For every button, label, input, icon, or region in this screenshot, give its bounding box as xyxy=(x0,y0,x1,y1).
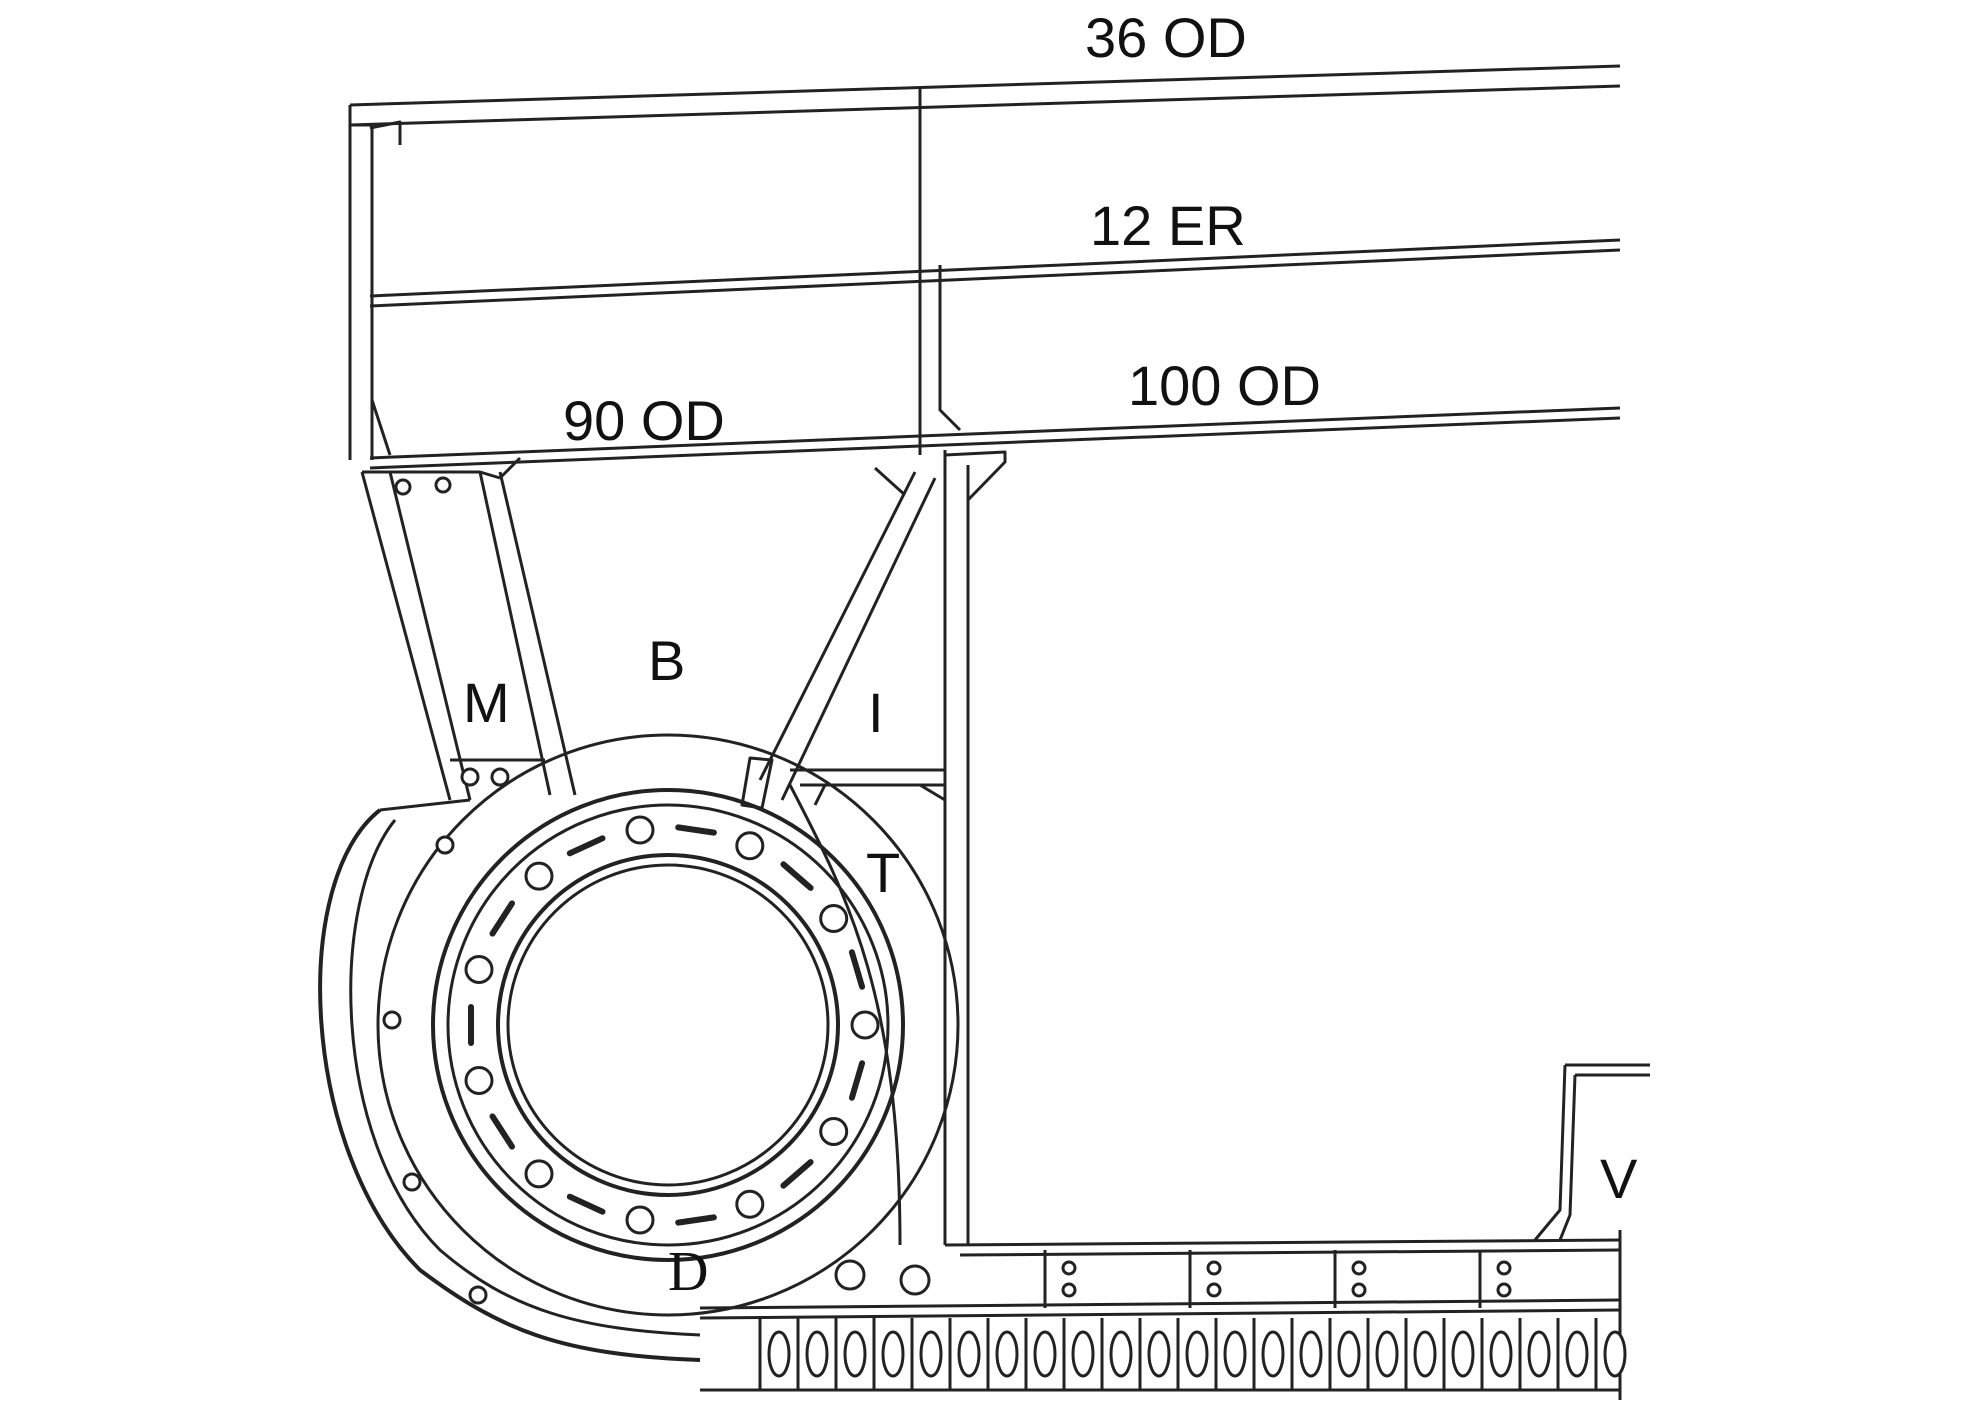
bottom-cells xyxy=(758,1250,1627,1390)
bottom-cell-hole xyxy=(1033,1330,1057,1378)
bottom-cell-hole xyxy=(1109,1330,1133,1378)
ring-slot xyxy=(489,900,515,937)
ring-hole xyxy=(524,1159,554,1189)
ring-slot xyxy=(780,861,814,891)
floor-hole xyxy=(1496,1260,1512,1276)
bottom-cell-hole xyxy=(1451,1330,1475,1378)
ring-slot xyxy=(848,949,866,990)
girder-it xyxy=(790,768,946,806)
floor-hole xyxy=(1496,1282,1512,1298)
ring-hole xyxy=(464,1066,494,1095)
hull-side-plates xyxy=(360,456,577,801)
label-100-od: 100 OD xyxy=(1128,354,1321,417)
ring-hole xyxy=(850,1010,880,1040)
ring-hole xyxy=(524,861,554,891)
bottom-cell-hole xyxy=(957,1330,981,1378)
region-v-bracket xyxy=(1533,1063,1650,1241)
bottom-cell-hole xyxy=(1489,1330,1513,1378)
outer-hull xyxy=(318,798,701,1362)
deck-36-od xyxy=(349,64,1621,145)
label-region-d: D xyxy=(668,1241,708,1303)
ring-slot xyxy=(489,1113,515,1150)
bottom-cell-hole xyxy=(1147,1330,1171,1378)
bottom-cell-hole xyxy=(843,1330,867,1378)
bottom-cell-hole xyxy=(1071,1330,1095,1378)
bottom-cell-hole xyxy=(1261,1330,1285,1378)
label-36-od: 36 OD xyxy=(1085,6,1247,69)
floor-hole xyxy=(1351,1282,1367,1298)
double-bottom xyxy=(699,1230,1622,1400)
floor-hole xyxy=(1061,1282,1077,1298)
ring-hole xyxy=(735,1189,765,1219)
ring-slot xyxy=(780,1159,814,1189)
label-region-i: I xyxy=(868,681,884,744)
label-region-m: M xyxy=(463,671,510,734)
label-region-b: B xyxy=(648,629,685,692)
diagonal-strut xyxy=(740,466,937,810)
bottom-cell-hole xyxy=(1223,1330,1247,1378)
bottom-cell-hole xyxy=(1337,1330,1361,1378)
bottom-cell-hole xyxy=(1413,1330,1437,1378)
ring-hole xyxy=(819,904,849,933)
ring-slot xyxy=(566,1193,606,1215)
bottom-cell-hole xyxy=(919,1330,943,1378)
deck-100-od xyxy=(369,265,1621,470)
ring-hole xyxy=(625,1205,655,1235)
side-frame xyxy=(348,105,392,460)
ring-hole xyxy=(735,831,765,861)
bottom-cell-hole xyxy=(1375,1330,1399,1378)
shaft-ring xyxy=(376,733,960,1317)
ring-slot xyxy=(848,1060,866,1101)
bottom-cell-hole xyxy=(767,1330,791,1378)
floor-hole xyxy=(1351,1260,1367,1276)
floor-hole xyxy=(1206,1282,1222,1298)
ring-holes xyxy=(464,815,880,1235)
ring-hole xyxy=(625,815,655,845)
ring-slot xyxy=(675,1214,717,1226)
ring-hole xyxy=(819,1117,849,1146)
bottom-cell-hole xyxy=(1299,1330,1323,1378)
region-t-bulkhead xyxy=(788,784,902,1246)
deck-12-er xyxy=(369,238,1621,308)
central-stanchion xyxy=(918,88,1007,1245)
label-region-t: T xyxy=(866,841,900,904)
bottom-cell-hole xyxy=(1565,1330,1589,1378)
label-12-er: 12 ER xyxy=(1090,194,1246,257)
ring-slot xyxy=(566,835,606,857)
bottom-cell-hole xyxy=(881,1330,905,1378)
region-m-plate xyxy=(450,758,545,787)
bottom-cell-hole xyxy=(1185,1330,1209,1378)
floor-hole xyxy=(1061,1260,1077,1276)
floor-hole xyxy=(1206,1260,1222,1276)
bottom-cell-hole xyxy=(995,1330,1019,1378)
label-90-od: 90 OD xyxy=(563,389,725,452)
bottom-cell-hole xyxy=(1527,1330,1551,1378)
label-region-v: V xyxy=(1600,1147,1638,1210)
ring-slot xyxy=(675,824,717,836)
ring-hole xyxy=(464,955,494,984)
bottom-cell-hole xyxy=(805,1330,829,1378)
bottom-cell-hole xyxy=(1603,1330,1627,1378)
